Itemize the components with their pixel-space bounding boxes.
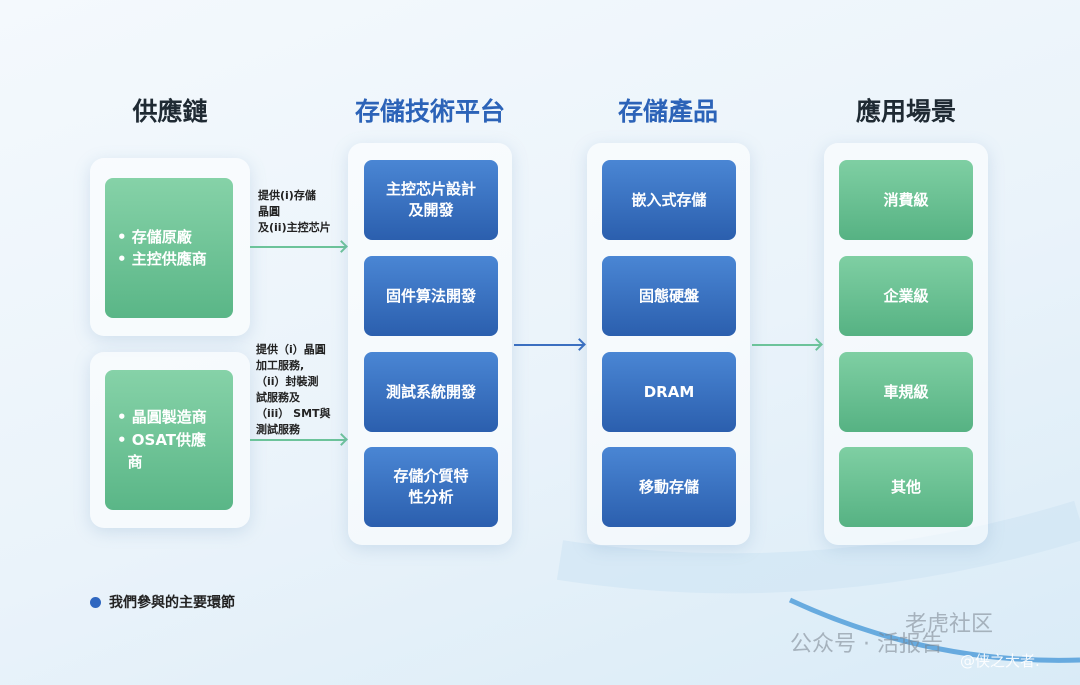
products-box: DRAM (602, 352, 736, 432)
applications-box: 其他 (839, 447, 973, 527)
tech-platform-box: 存儲介質特 性分析 (364, 447, 498, 527)
arrow-right-icon (250, 246, 346, 248)
note-line: 提供(i)存儲 (258, 189, 316, 202)
title-supply-chain: 供應鏈 (132, 97, 208, 126)
watermark: 公众号 · 活报告 (790, 632, 943, 657)
note-line: 加工服務, (256, 358, 305, 372)
note-line: （ii）封裝測 (256, 374, 319, 388)
legend-dot-icon (90, 596, 101, 608)
note-top: 提供(i)存儲 晶圓 及(ii)主控芯片 (258, 188, 331, 236)
legend: 我們參與的主要環節 (90, 592, 235, 612)
watermark: @侠之大者. (960, 652, 1040, 670)
legend-label: 我們參與的主要環節 (109, 595, 235, 611)
arrow-right-icon (514, 344, 584, 346)
supply-item: • OSAT供應 (117, 430, 207, 449)
tech-platform-box: 測試系統開發 (364, 352, 498, 432)
watermark: 老虎社区 (905, 612, 994, 637)
note-line: 晶圓 (258, 204, 280, 218)
arrow-right-icon (752, 344, 821, 346)
supply-box-2: • 晶圓製造商 • OSAT供應 商 (105, 370, 233, 510)
note-bottom: 提供（i）晶圓 加工服務, （ii）封裝測 試服務及 （iii） SMT與 測試… (256, 342, 331, 438)
tech-platform-box: 固件算法開發 (364, 256, 498, 336)
supply-item: 商 (117, 453, 143, 472)
products-box: 嵌入式存儲 (602, 160, 736, 240)
note-line: 提供（i）晶圓 (256, 343, 326, 356)
note-line: 及(ii)主控芯片 (258, 220, 331, 234)
products-box: 固態硬盤 (602, 256, 736, 336)
supply-item: • 主控供應商 (117, 250, 207, 268)
note-line: 試服務及 (256, 390, 300, 404)
note-line: 測試服務 (256, 422, 300, 436)
supply-item: • 存儲原廠 (117, 227, 192, 246)
applications-box: 企業級 (839, 256, 973, 336)
products-box: 移動存儲 (602, 447, 736, 527)
supply-box-1: • 存儲原廠 • 主控供應商 (105, 178, 233, 318)
title-tech-platform: 存儲技術平台 (354, 97, 505, 126)
title-products: 存儲產品 (617, 97, 718, 126)
tech-platform-box: 主控芯片設計 及開發 (364, 160, 498, 240)
applications-box: 消費級 (839, 160, 973, 240)
applications-box: 車規級 (839, 352, 973, 432)
arrow-right-icon (250, 439, 346, 441)
note-line: （iii） SMT與 (256, 406, 331, 420)
title-applications: 應用場景 (855, 97, 956, 126)
supply-item: • 晶圓製造商 (117, 408, 207, 427)
